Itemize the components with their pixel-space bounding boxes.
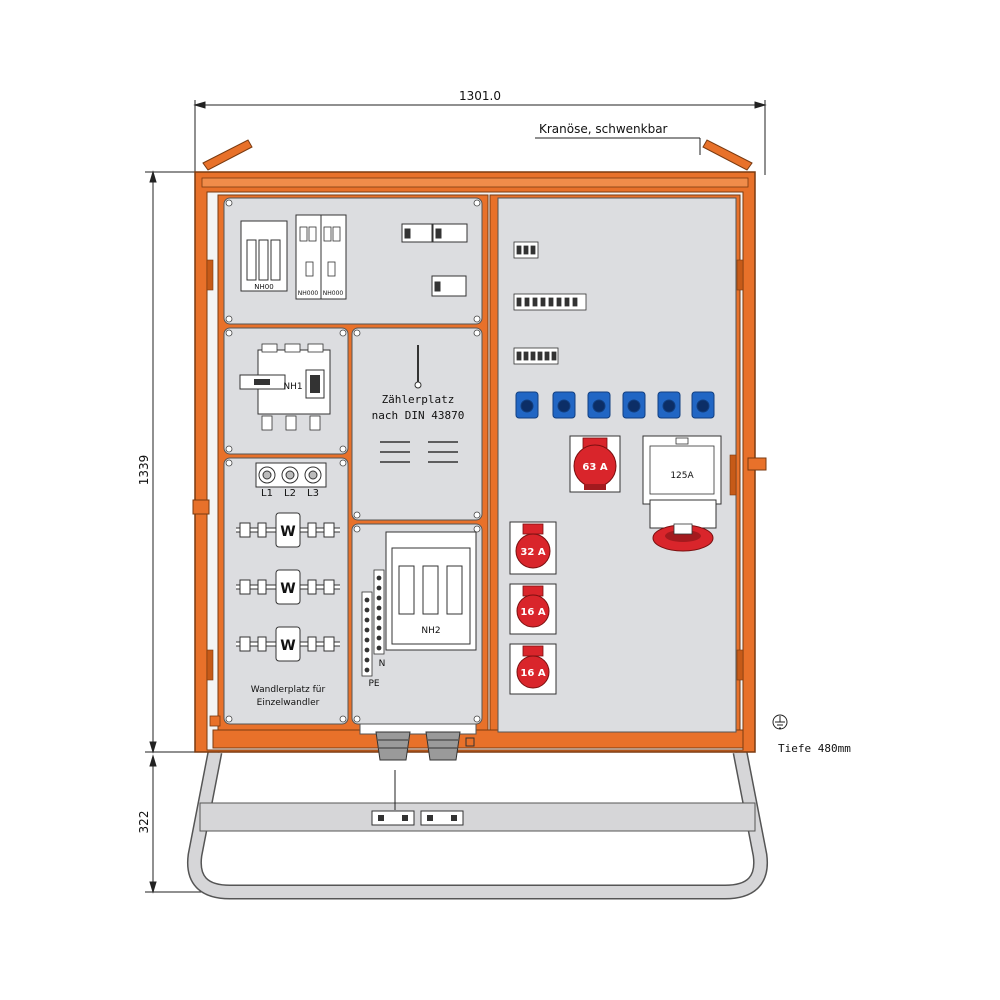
nh000-fuse-switch xyxy=(295,214,347,300)
dimension-lines xyxy=(145,100,767,894)
transformer-place-label-1: Wandlerplatz für xyxy=(251,685,326,695)
crane-eyes xyxy=(202,139,753,171)
n-pe-terminal-blocks xyxy=(361,569,385,677)
transformer-place-label-2: Einzelwandler xyxy=(257,698,320,708)
stand-frame xyxy=(186,750,769,900)
cable-glands xyxy=(375,731,475,761)
transformer-label-3: W xyxy=(280,638,295,654)
miniature-breakers xyxy=(513,241,587,365)
nh2-fuse-switch xyxy=(385,531,477,651)
meter-place xyxy=(380,345,458,463)
phase-label-l1: L1 xyxy=(261,488,273,499)
n-terminal-label: N xyxy=(379,659,386,669)
nh2-label: NH2 xyxy=(421,626,440,636)
ground-icon xyxy=(772,714,788,730)
cee-socket-125a-label: 125A xyxy=(670,471,694,481)
meter-place-label-2: nach DIN 43870 xyxy=(372,409,465,422)
phase-label-l2: L2 xyxy=(284,488,296,499)
cee-socket-63a-label: 63 A xyxy=(582,462,607,473)
control-breakers xyxy=(401,223,468,297)
dimension-width: 1301.0 xyxy=(459,89,501,103)
dimension-height-stand: 322 xyxy=(137,811,151,834)
nh000-label-a: NH000 xyxy=(298,290,319,297)
nh00-fuse-switch xyxy=(240,220,288,292)
transformer-label-2: W xyxy=(280,581,295,597)
nh000-label-b: NH000 xyxy=(323,290,344,297)
cee-socket-16a-1 xyxy=(509,583,557,635)
cee-socket-125a xyxy=(642,435,722,552)
depth-label: Tiefe 480mm xyxy=(778,742,851,755)
crane-eye-label: Kranöse, schwenkbar xyxy=(539,122,668,136)
nh1-fuse-switch xyxy=(239,343,331,431)
nh1-label: NH1 xyxy=(283,382,302,392)
transformer-label-1: W xyxy=(280,524,295,540)
cee-socket-63a xyxy=(569,435,621,493)
cee-socket-16a-2-label: 16 A xyxy=(520,668,545,679)
cee-socket-16a-1-label: 16 A xyxy=(520,607,545,618)
phase-label-l3: L3 xyxy=(307,488,319,499)
cee-socket-32a xyxy=(509,521,557,575)
meter-place-label-1: Zählerplatz xyxy=(382,393,455,406)
cee-socket-32a-label: 32 A xyxy=(520,547,545,558)
dimension-height-cabinet: 1339 xyxy=(137,455,151,486)
phase-terminals xyxy=(255,462,327,488)
nh00-label: NH00 xyxy=(254,283,273,291)
pe-terminal-label: PE xyxy=(368,679,379,689)
panel-screws xyxy=(225,199,481,723)
cee-socket-16a-2 xyxy=(509,643,557,695)
schuko-sockets xyxy=(515,391,715,419)
current-transformers xyxy=(236,512,340,662)
